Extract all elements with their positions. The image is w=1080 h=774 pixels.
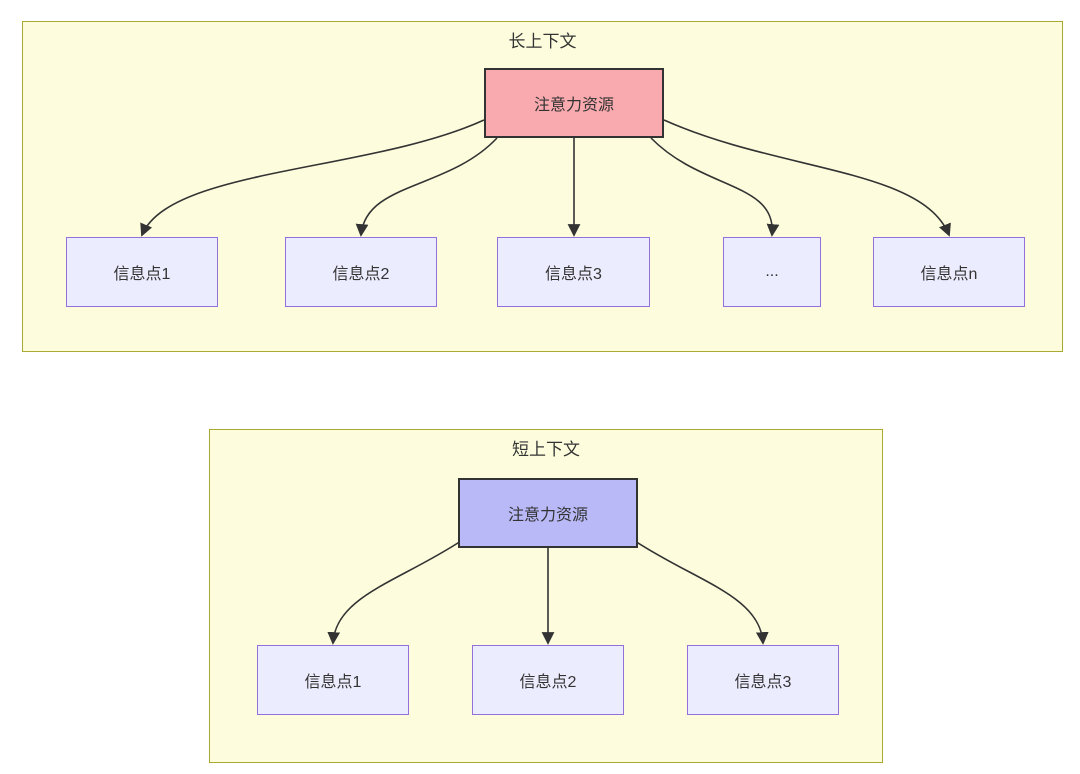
short-info-node-1: 信息点1 bbox=[257, 645, 409, 715]
short-attention-node: 注意力资源 bbox=[458, 478, 638, 548]
short-info-node-3: 信息点3 bbox=[687, 645, 839, 715]
short-info-node-2: 信息点2 bbox=[472, 645, 624, 715]
long-context-title: 长上下文 bbox=[508, 32, 577, 51]
long-info-node-ellipsis: ... bbox=[723, 237, 821, 307]
long-info-node-n: 信息点n bbox=[873, 237, 1025, 307]
long-info-node-3: 信息点3 bbox=[497, 237, 650, 307]
short-context-title: 短上下文 bbox=[512, 440, 580, 459]
long-attention-node: 注意力资源 bbox=[484, 68, 664, 138]
long-info-node-2: 信息点2 bbox=[285, 237, 437, 307]
long-info-node-1: 信息点1 bbox=[66, 237, 218, 307]
